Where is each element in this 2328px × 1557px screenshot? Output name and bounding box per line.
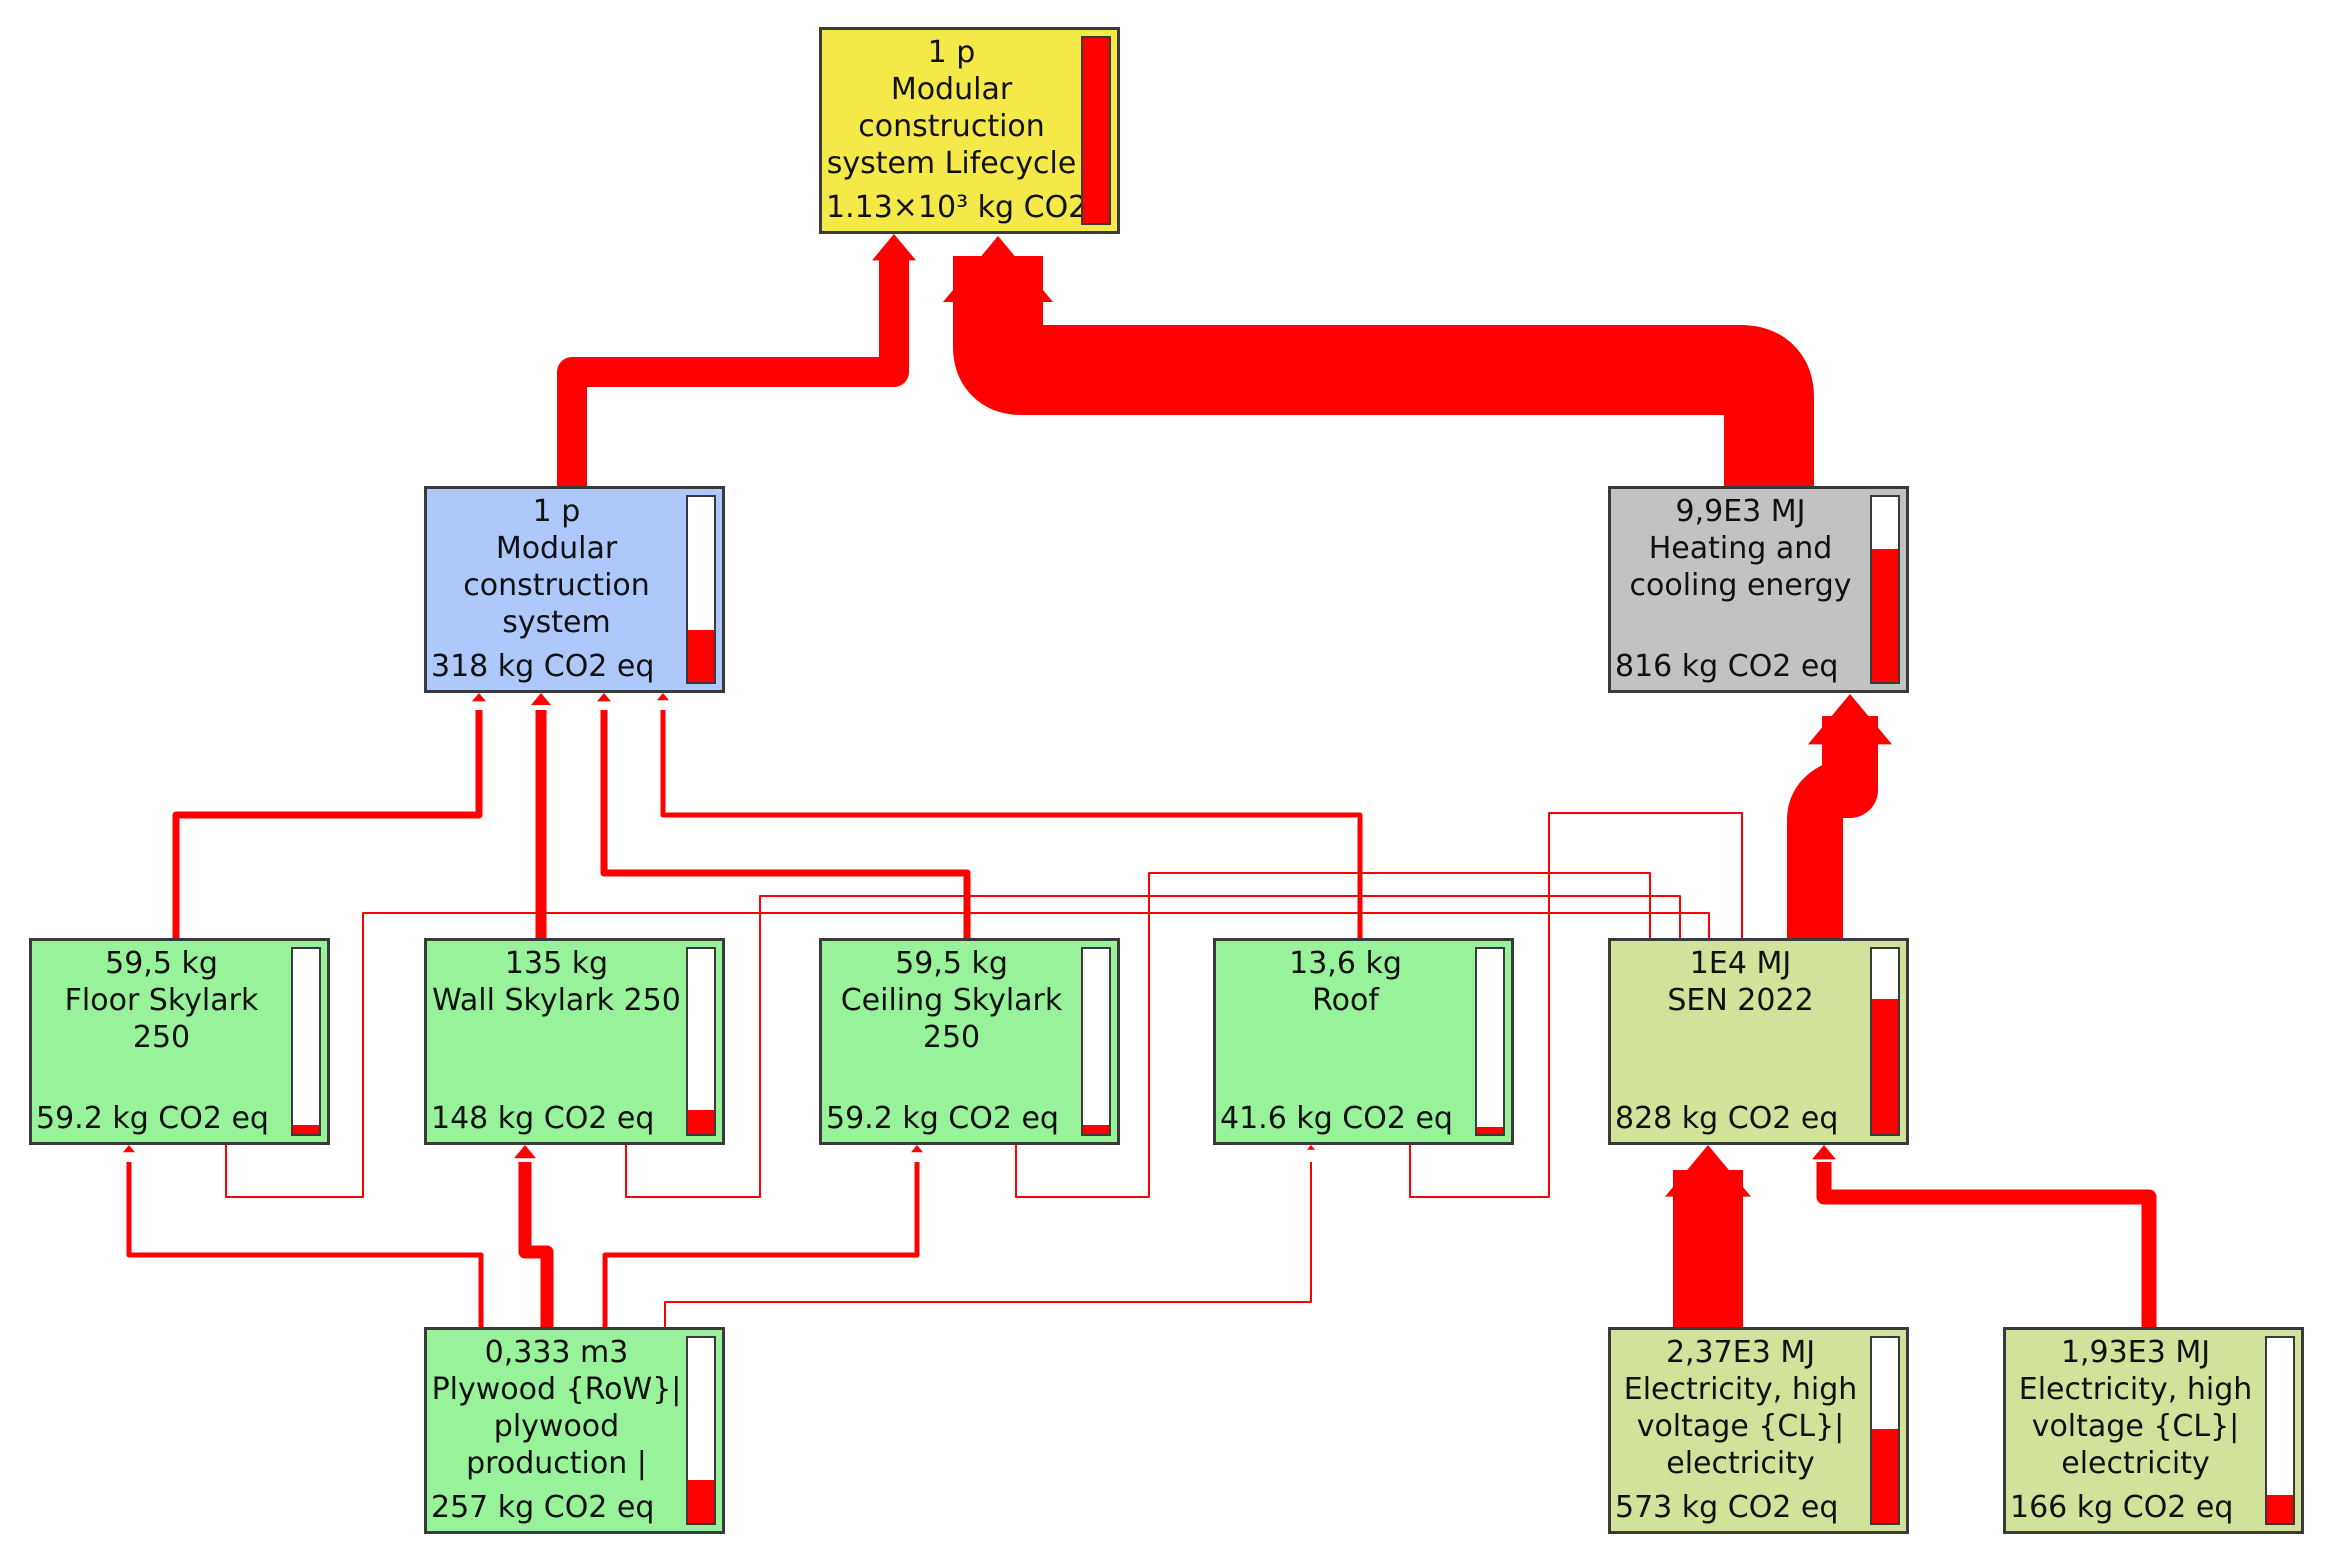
arrowhead (123, 1145, 135, 1153)
node-title: 1 p Modular construction system Lifecycl… (826, 35, 1077, 181)
impact-bar-fill (1872, 998, 1898, 1134)
node-floor-skylark[interactable]: 59,5 kg Floor Skylark 250 59.2 kg CO2 eq (29, 938, 330, 1145)
impact-bar (1081, 947, 1111, 1136)
flow-heating-to-lifecycle (953, 256, 1814, 486)
impact-bar (686, 947, 716, 1136)
impact-bar-fill (1872, 1428, 1898, 1523)
arrowhead (1812, 1145, 1836, 1160)
arrowhead (872, 234, 916, 261)
impact-bar-fill (1083, 38, 1109, 223)
node-title: 13,6 kg Roof (1289, 946, 1402, 1018)
node-title: 2,37E3 MJ Electricity, high voltage {CL}… (1623, 1335, 1858, 1481)
node-title: 1,93E3 MJ Electricity, high voltage {CL}… (2018, 1335, 2253, 1481)
node-title: 1 p Modular construction system (463, 494, 650, 640)
impact-bar-fill (1083, 1124, 1109, 1134)
arrowhead (943, 236, 1053, 302)
impact-bar-fill (688, 630, 714, 682)
node-impact-value: 41.6 kg CO2 eq (1220, 1101, 1453, 1136)
node-impact-value: 257 kg CO2 eq (431, 1490, 655, 1525)
impact-bar (1870, 947, 1900, 1136)
flow-sen-to-floor (225, 912, 1710, 1198)
flow-elec2-to-sen (1816, 1162, 2157, 1327)
flow-sen-to-ceiling (1015, 872, 1651, 1198)
node-title: 135 kg Wall Skylark 250 (432, 946, 681, 1018)
flow-plywood-to-ceiling (602, 1162, 920, 1327)
impact-bar-fill (1872, 548, 1898, 682)
node-impact-value: 318 kg CO2 eq (431, 649, 655, 684)
impact-bar (291, 947, 321, 1136)
impact-bar (2265, 1336, 2295, 1525)
impact-bar-fill (293, 1124, 319, 1134)
arrowhead (1665, 1145, 1751, 1197)
flow-roof-to-modular (660, 710, 1363, 938)
arrowhead (531, 693, 551, 705)
impact-bar (1870, 495, 1900, 684)
node-impact-value: 148 kg CO2 eq (431, 1101, 655, 1136)
node-impact-value: 1.13×10³ kg CO2 (826, 190, 1088, 225)
flow-modular-to-lifecycle (557, 256, 909, 486)
node-electricity-high-voltage-2[interactable]: 1,93E3 MJ Electricity, high voltage {CL}… (2003, 1327, 2304, 1534)
flow-floor-to-modular (172, 710, 483, 938)
flow-plywood-to-roof (664, 1162, 1312, 1327)
node-impact-value: 828 kg CO2 eq (1615, 1101, 1839, 1136)
node-title: 9,9E3 MJ Heating and cooling energy (1629, 494, 1852, 603)
flow-plywood-to-wall (518, 1162, 554, 1327)
node-impact-value: 166 kg CO2 eq (2010, 1490, 2234, 1525)
flow-sen-to-wall (625, 895, 1681, 1198)
flow-sen-to-roof (1409, 812, 1743, 1198)
node-plywood-production[interactable]: 0,333 m3 Plywood {RoW}| plywood producti… (424, 1327, 725, 1534)
node-impact-value: 573 kg CO2 eq (1615, 1490, 1839, 1525)
arrowhead (911, 1145, 923, 1153)
arrowhead (514, 1145, 536, 1159)
node-title: 0,333 m3 Plywood {RoW}| plywood producti… (431, 1335, 682, 1481)
arrowhead (1808, 694, 1892, 745)
impact-bar (1475, 947, 1505, 1136)
impact-bar-fill (1477, 1126, 1503, 1134)
arrowhead (472, 693, 486, 702)
node-title: 1E4 MJ SEN 2022 (1667, 946, 1814, 1018)
flow-sen-to-heating (1787, 716, 1878, 938)
impact-bar (1081, 36, 1111, 225)
node-modular-construction-system[interactable]: 1 p Modular construction system 318 kg C… (424, 486, 725, 693)
impact-bar (686, 1336, 716, 1525)
node-impact-value: 59.2 kg CO2 eq (36, 1101, 269, 1136)
node-lifecycle[interactable]: 1 p Modular construction system Lifecycl… (819, 27, 1120, 234)
node-wall-skylark[interactable]: 135 kg Wall Skylark 250 148 kg CO2 eq (424, 938, 725, 1145)
node-heating-cooling-energy[interactable]: 9,9E3 MJ Heating and cooling energy 816 … (1608, 486, 1909, 693)
node-title: 59,5 kg Ceiling Skylark 250 (840, 946, 1063, 1055)
impact-bar-fill (688, 1480, 714, 1523)
impact-bar (686, 495, 716, 684)
flow-ceiling-to-modular (600, 710, 971, 938)
node-impact-value: 816 kg CO2 eq (1615, 649, 1839, 684)
node-roof[interactable]: 13,6 kg Roof 41.6 kg CO2 eq (1213, 938, 1514, 1145)
node-impact-value: 59.2 kg CO2 eq (826, 1101, 1059, 1136)
impact-bar-fill (688, 1109, 714, 1134)
arrowhead (1307, 1145, 1315, 1150)
impact-bar (1870, 1336, 1900, 1525)
arrowhead (657, 693, 669, 701)
node-ceiling-skylark[interactable]: 59,5 kg Ceiling Skylark 250 59.2 kg CO2 … (819, 938, 1120, 1145)
node-title: 59,5 kg Floor Skylark 250 (64, 946, 259, 1055)
impact-bar-fill (2267, 1495, 2293, 1523)
node-electricity-high-voltage-1[interactable]: 2,37E3 MJ Electricity, high voltage {CL}… (1608, 1327, 1909, 1534)
node-sen-2022[interactable]: 1E4 MJ SEN 2022 828 kg CO2 eq (1608, 938, 1909, 1145)
arrowhead (597, 693, 611, 702)
flow-plywood-to-floor (126, 1162, 484, 1327)
